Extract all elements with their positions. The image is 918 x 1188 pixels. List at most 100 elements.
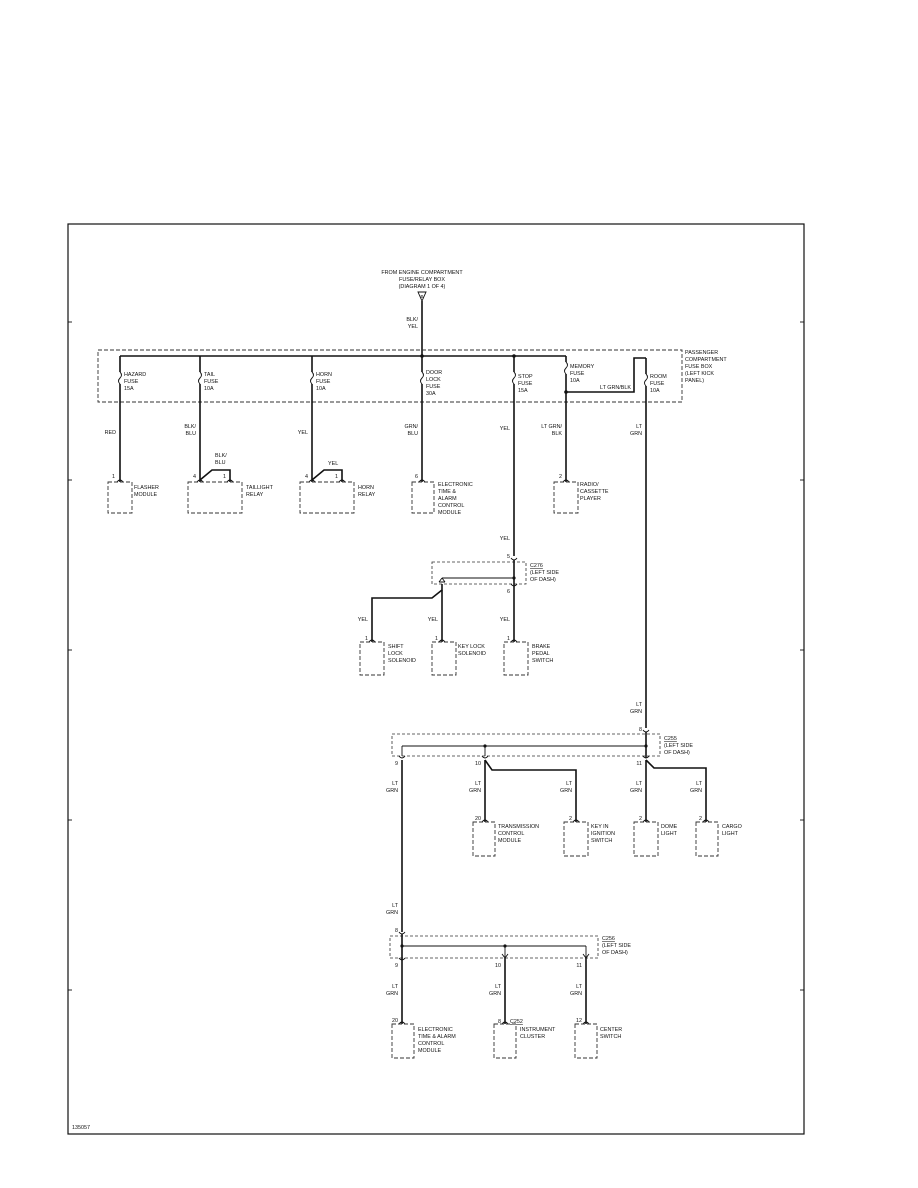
fuse-label: FUSE [204,379,219,385]
wire-color: BLK/ [184,424,196,430]
component-box [359,641,385,676]
connector-note: OF DASH) [602,950,628,956]
instrument-cluster: LT GRN 8 C252 INSTRUMENT CLUSTER [489,958,556,1059]
wire-color: GRN [386,991,398,997]
component-box [431,641,457,676]
source-wire-color-2: YEL [408,324,418,330]
connector-name: C255 [664,736,677,742]
internal-link-wire-color: LT GRN/BLK [600,385,631,391]
key-lock-solenoid: YEL 1 KEY LOCK SOLENOID [428,590,486,676]
fuse-label: HORN [316,372,332,378]
component-label: TAILLIGHT [246,485,274,491]
fuse-hazard: HAZARD FUSE 15A RED [105,356,146,482]
fuse-label: 10A [316,386,326,392]
wire-color: LT [392,984,399,990]
wire-color: GRN [386,788,398,794]
key-in-ignition-switch: LT GRN 2 KEY IN IGNITION SWITCH [484,759,615,857]
component-box [633,821,659,857]
component-label: HORN [358,485,374,491]
wire-color: YEL [500,426,510,432]
component-box [574,1023,598,1059]
component-label: ELECTRONIC [438,482,473,488]
component-label: CARGO [722,824,742,830]
dome-light: LT GRN 2 DOME LIGHT [630,760,678,857]
fuse-stop: STOP FUSE 15A YEL YEL [500,356,533,556]
component-box [472,821,496,857]
pin-number: 8 [395,928,398,934]
component-box [553,481,579,514]
fuse-label: 10A [570,378,580,384]
component-label: FLASHER [134,485,159,491]
fuse-box-label-5: PANEL) [685,378,704,384]
pin-number: 2 [569,816,572,822]
fuse-label: FUSE [316,379,331,385]
power-source: FROM ENGINE COMPARTMENT FUSE/RELAY BOX (… [381,270,463,356]
component-label: LIGHT [722,831,739,837]
wire-color: GRN [469,788,481,794]
component-label: MODULE [134,492,157,498]
wire-color: YEL [358,617,368,623]
wire-color: GRN/ [405,424,419,430]
component-label: RELAY [358,492,376,498]
source-connector-letter: B [420,294,423,299]
component-box [411,481,435,514]
component-label: DOME [661,824,678,830]
connector-outline [391,733,661,757]
fuse-label: 30A [426,391,436,397]
wire-color: BLU [408,431,419,437]
wire-color: LT GRN/ [541,424,562,430]
pin-number: 1 [507,636,510,642]
component-label: CONTROL [438,503,464,509]
fuse-label: 15A [518,388,528,394]
wire-color: GRN [690,788,702,794]
fuse-tail: TAIL FUSE 10A BLK/ BLU [184,356,219,470]
pin-number: 1 [112,474,115,480]
connector-name: C256 [602,936,615,942]
fuse-label: 10A [650,388,660,394]
connector-name: C252 [510,1019,523,1025]
wire-color: BLU [215,460,226,466]
wire-color: YEL [328,461,338,467]
wire-color: BLK/ [215,453,227,459]
component-box [391,1023,415,1059]
pin-number: 4 [193,474,196,480]
fuse-box-outline [97,349,683,403]
component-label: INSTRUMENT [520,1027,556,1033]
wire-color: BLK [552,431,563,437]
component-label: TIME & ALARM [418,1034,456,1040]
fuse-box-label-3: FUSE BOX [685,364,713,370]
pin-number: 10 [475,761,481,767]
component-label: PLAYER [580,496,601,502]
fuse-label: HAZARD [124,372,146,378]
component-box [107,481,133,514]
component-label: LIGHT [661,831,678,837]
center-switch: LT GRN 12 CENTER SWITCH [570,958,622,1059]
source-wire-color-1: BLK/ [406,317,418,323]
component-label: PEDAL [532,651,550,657]
connector-c255: 8 9 10 11 C255 (LEFT SIDE OF DASH) [391,727,693,767]
fuse-box-label-1: PASSENGER [685,350,718,356]
source-line-3: (DIAGRAM 1 OF 4) [399,284,446,290]
source-line-2: FUSE/RELAY BOX [399,277,445,283]
component-label: ALARM [438,496,457,502]
component-label: KEY LOCK [458,644,485,650]
source-line-1: FROM ENGINE COMPARTMENT [381,270,463,276]
connector-name: C276 [530,563,543,569]
wire-color: GRN [570,991,582,997]
fuse-label: FUSE [518,381,533,387]
component-label: ELECTRONIC [418,1027,453,1033]
component-label: LOCK [388,651,403,657]
fuse-label: FUSE [570,371,585,377]
pin-number: 20 [475,816,481,822]
component-label: SOLENOID [388,658,416,664]
component-box [563,821,589,857]
wire-color: LT [636,702,643,708]
electronic-time-alarm-module-1: 6 ELECTRONIC TIME & ALARM CONTROL MODULE [411,474,473,516]
pin-number: 8 [639,727,642,733]
fuse-symbol [644,373,648,387]
flasher-module: 1 FLASHER MODULE [107,474,159,514]
pin-number: 2 [699,816,702,822]
component-label: SWITCH [600,1034,621,1040]
wire-color: LT [566,781,573,787]
